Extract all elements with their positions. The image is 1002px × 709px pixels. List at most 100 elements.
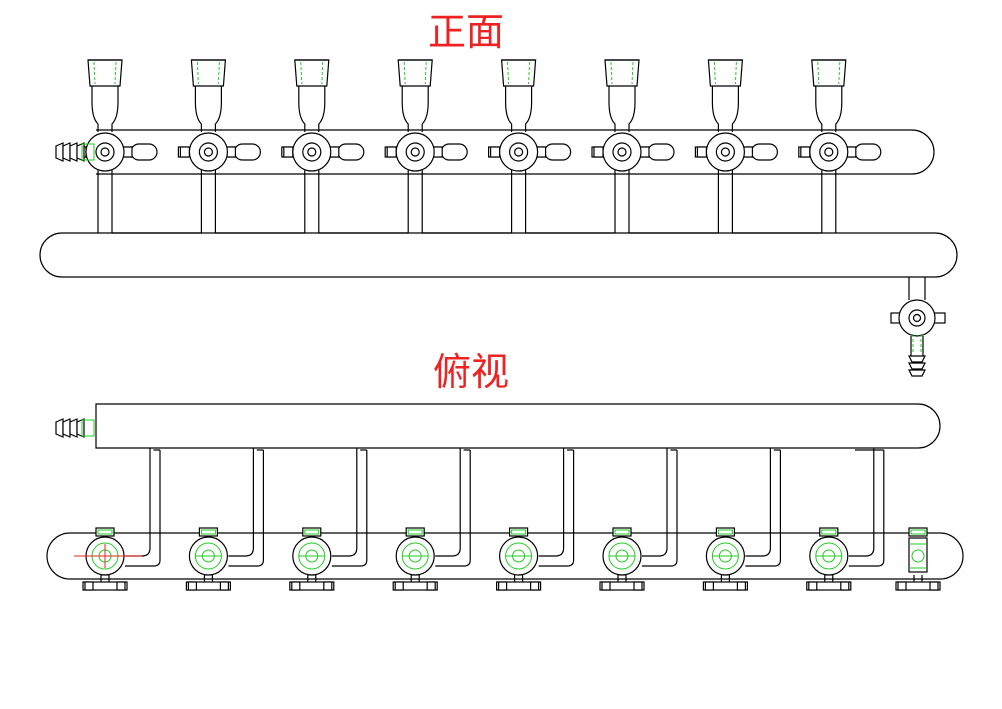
top-connector — [848, 448, 885, 567]
barb-ring — [55, 142, 64, 162]
barb-ring — [69, 142, 78, 162]
joint-socket — [87, 59, 123, 87]
connector-inner — [642, 450, 678, 567]
valve-handle — [82, 581, 128, 591]
joint-ground-line — [217, 61, 220, 85]
joint-socket — [811, 59, 847, 87]
valve-cap — [509, 527, 529, 537]
stopcock-bore — [302, 142, 322, 162]
neck-wall — [628, 86, 636, 132]
stopcock-core — [100, 147, 110, 157]
stopcock-handle — [543, 143, 572, 161]
top-view — [46, 403, 964, 591]
valve-handle-nut — [633, 581, 643, 591]
end-valve-core — [911, 549, 925, 563]
connector-outer — [228, 448, 254, 557]
valve-handle-nut — [498, 581, 508, 591]
valve-handle-nut — [704, 581, 715, 591]
valve-cap — [908, 527, 928, 537]
front-connector — [614, 165, 719, 234]
valve-handle — [392, 581, 438, 591]
connector-outer — [125, 448, 151, 557]
top-connector — [642, 448, 678, 567]
stopcock-nut — [386, 146, 397, 158]
outlet-stem — [910, 336, 924, 356]
front-port — [384, 59, 468, 172]
valve-cap — [819, 527, 839, 537]
outlet-barb-ring — [908, 355, 926, 363]
barb-collar — [81, 419, 95, 437]
outlet-core — [912, 313, 922, 323]
neck-wall — [194, 86, 202, 132]
valve-cap — [302, 527, 322, 537]
stopcock-handle — [130, 143, 158, 161]
connector-inner — [125, 450, 161, 567]
joint-socket — [500, 59, 537, 87]
barb-collar — [81, 143, 95, 161]
joint-ground-line — [838, 61, 841, 85]
joint-ground-line — [507, 61, 510, 85]
neck-wall — [401, 86, 409, 132]
stopcock-bore — [715, 142, 736, 162]
valve-handle-nut — [929, 581, 939, 591]
stopcock-handle — [750, 143, 779, 161]
joint-ground-line — [403, 61, 406, 85]
top-connector — [745, 448, 781, 567]
valve-cap-green — [304, 529, 320, 535]
barb-ring — [62, 418, 71, 438]
valve-handle-nut — [601, 581, 611, 591]
front-port — [798, 59, 882, 172]
top-lower-outline — [46, 532, 964, 580]
neck-wall — [731, 86, 739, 132]
end-valve-green — [909, 543, 927, 569]
valve-handle-nut — [116, 581, 126, 591]
front-connector — [821, 165, 837, 233]
joint-socket — [707, 59, 744, 87]
valve-handle — [289, 581, 335, 591]
valve-cap-green — [407, 529, 423, 535]
joint-socket — [604, 59, 640, 87]
valve-handle-nut — [84, 581, 94, 591]
neck-wall — [835, 86, 843, 132]
joint-socket — [294, 59, 330, 87]
joint-ground-line — [196, 61, 199, 85]
front-connector — [717, 165, 822, 234]
top-valve — [806, 527, 852, 591]
stopcock-bore — [612, 142, 632, 162]
neck-wall — [214, 86, 222, 132]
valve-handle-nut — [840, 581, 850, 591]
stopcock-handle — [337, 143, 365, 161]
outlet-barb-ring — [908, 369, 926, 377]
connector-inner — [435, 450, 471, 567]
valve-cap — [95, 527, 115, 537]
neck-wall — [711, 86, 719, 132]
stopcock-bore — [198, 142, 218, 162]
joint-ground-line — [321, 61, 324, 85]
front-main-tube — [39, 232, 958, 278]
valve-handle-nut — [291, 581, 301, 591]
joint-ground-line — [528, 61, 531, 85]
connector-outer — [331, 448, 358, 557]
joint-ground-line — [610, 61, 613, 85]
top-valve — [496, 527, 542, 591]
valve-cap — [198, 527, 218, 537]
red-centerline — [74, 544, 142, 568]
end-valve-body — [908, 537, 928, 573]
front-view-label: 正面 — [428, 10, 505, 54]
valve-handle-nut — [323, 581, 333, 591]
front-connector — [200, 165, 305, 234]
valve-cap-green — [614, 529, 630, 535]
top-valve — [392, 527, 438, 591]
stopcock-handle — [647, 143, 675, 161]
top-connector — [435, 448, 471, 567]
connector-outer — [745, 448, 771, 557]
valve-handle — [806, 581, 852, 591]
valve-handle-nut — [736, 581, 747, 591]
connector-inner — [745, 450, 781, 567]
barb-ring — [55, 418, 64, 438]
stopcock-core — [203, 147, 213, 157]
outlet-green — [912, 334, 922, 354]
barb-ring — [62, 142, 71, 162]
